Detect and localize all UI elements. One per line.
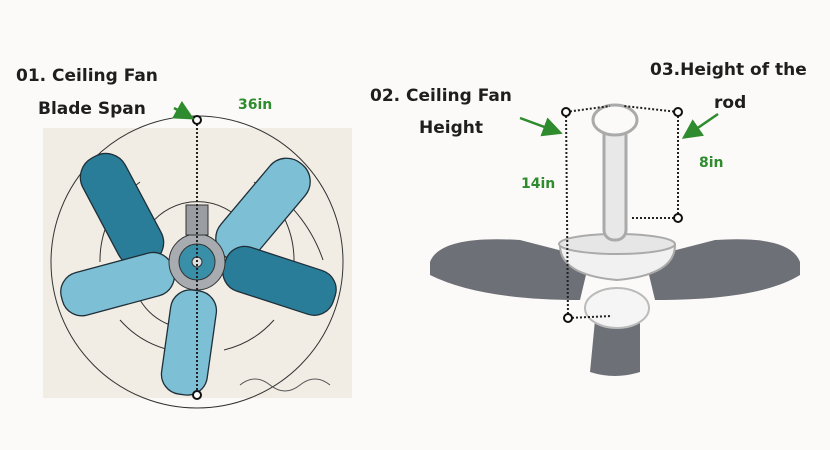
blade-span-title-2: Blade Span [38, 99, 146, 119]
blade-span-value: 36in [238, 97, 273, 113]
fan-height-title-2: Height [419, 118, 483, 138]
height-measure-lines [565, 105, 679, 319]
rod-height-title-2: rod [714, 93, 747, 113]
arrow-icon [681, 112, 719, 139]
fan-blades [60, 152, 337, 396]
fan-height-value: 14in [521, 176, 556, 192]
fan-height-title: 02. Ceiling Fan [370, 86, 512, 106]
blade-span-title: 01. Ceiling Fan [16, 66, 158, 86]
blade-span-illustration [43, 100, 352, 409]
arrow-icon [519, 116, 563, 137]
rod-height-value: 8in [699, 155, 724, 171]
arrow-icon [172, 100, 195, 120]
fan-height-illustration [430, 103, 800, 376]
rod-height-title: 03.Height of the [650, 60, 807, 80]
